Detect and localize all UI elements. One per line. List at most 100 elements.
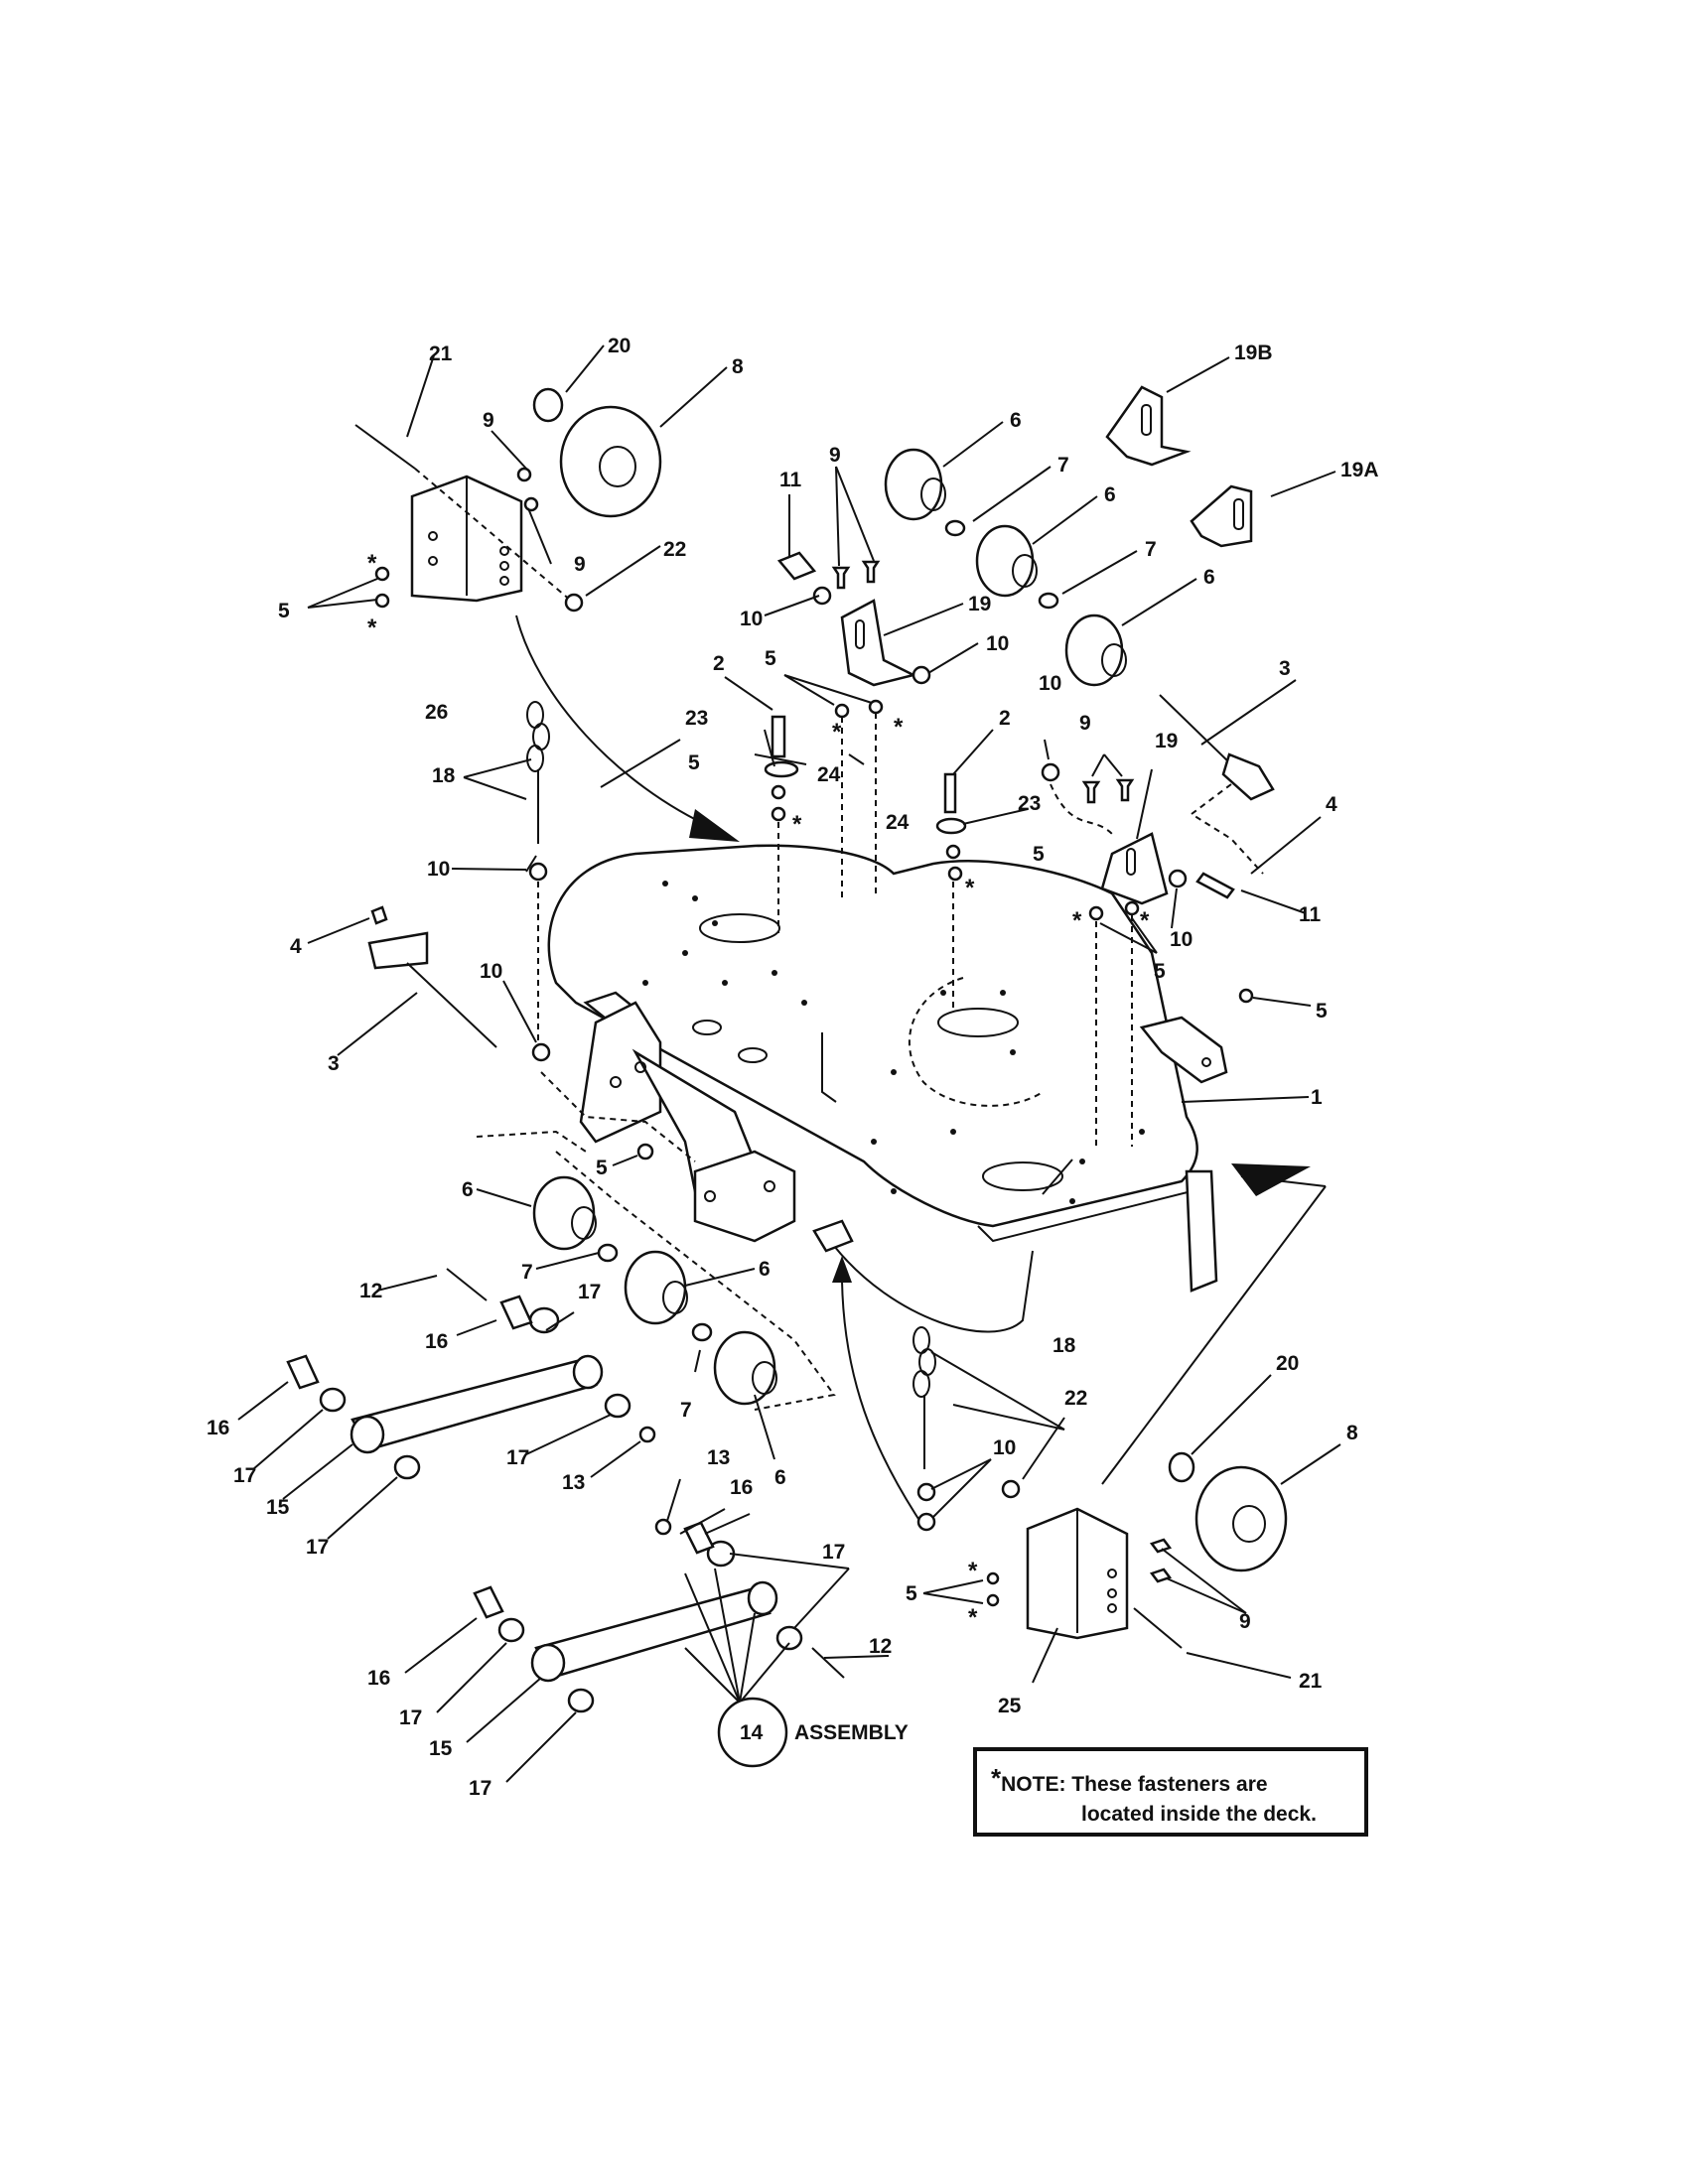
label-18-left: 18 [432, 764, 456, 787]
label-17-lower-b: 17 [399, 1706, 422, 1729]
note-line-2: located inside the deck. [1081, 1803, 1317, 1826]
label-22-right: 22 [1064, 1387, 1087, 1410]
label-17-upper-c: 17 [306, 1536, 329, 1559]
asterisk: * [367, 550, 377, 577]
label-5-left: 5 [278, 600, 290, 622]
label-12-lower: 12 [869, 1635, 892, 1658]
label-6-top-b: 6 [1104, 483, 1116, 506]
label-17-upper-d: 17 [506, 1446, 529, 1469]
gauge-wheel-bracket-right [986, 1479, 1129, 1640]
deck-mount-holes [642, 881, 1145, 1204]
label-16-upper-b: 16 [207, 1417, 229, 1439]
gauge-wheel-8-left [532, 387, 662, 518]
label-17-upper-a: 17 [578, 1281, 601, 1303]
label-6-top-c: 6 [1203, 566, 1215, 589]
label-20-right: 20 [1276, 1352, 1299, 1375]
label-11-top: 11 [779, 469, 802, 491]
note-asterisk: * [991, 1763, 1002, 1793]
label-10-right-chain: 10 [993, 1436, 1016, 1459]
stabilizer-rod-left [367, 905, 696, 1162]
label-24-mid: 24 [886, 811, 910, 834]
roller-bracket-19B [1105, 385, 1192, 467]
label-5-right-bracket: 5 [906, 1582, 917, 1605]
asterisk: * [832, 719, 842, 746]
bolt-21-right [1133, 1538, 1183, 1649]
label-13-lower: 13 [707, 1446, 730, 1469]
label-5-front: 5 [596, 1157, 608, 1179]
top-rollers [884, 448, 1127, 687]
label-6-front-b: 6 [759, 1258, 771, 1281]
label-9-mid-pair: 9 [1079, 712, 1091, 735]
label-18-right: 18 [1052, 1334, 1076, 1357]
label-4-right: 4 [1326, 793, 1337, 816]
label-15-upper: 15 [266, 1496, 290, 1519]
label-5-top-pair: 5 [765, 647, 776, 670]
label-15-lower: 15 [429, 1737, 453, 1760]
label-6-front-a: 6 [462, 1178, 474, 1201]
label-3-right: 3 [1279, 657, 1291, 680]
small-front-bracket [812, 1219, 854, 1253]
label-23-mid: 23 [1018, 792, 1041, 815]
label-20-top: 20 [608, 335, 631, 357]
rear-side-bracket [1139, 1016, 1228, 1084]
label-19B: 19B [1234, 341, 1273, 364]
note-box: *NOTE: These fasteners are located insid… [973, 1747, 1368, 1837]
gauge-wheel-bracket-left [410, 475, 523, 603]
label-9-left-a: 9 [483, 409, 494, 432]
label-2-mid: 2 [999, 707, 1011, 730]
label-23-left: 23 [685, 707, 708, 730]
label-10-left-chain: 10 [427, 858, 450, 881]
label-5-mid-right-pair: 5 [1154, 960, 1166, 983]
leader-lines [237, 344, 1341, 1783]
label-2-left: 2 [713, 652, 725, 675]
linkage-assembly-upper [286, 1268, 656, 1480]
label-10-mid-right: 10 [1170, 928, 1193, 951]
label-10-left-rod: 10 [480, 960, 502, 983]
label-13-upper: 13 [562, 1471, 585, 1494]
inside-deck-asterisks: * * * * * * * * * * [367, 550, 1150, 1631]
label-assembly: ASSEMBLY [794, 1721, 909, 1744]
roller-bracket-19-mid [1100, 832, 1169, 905]
label-6-front-c: 6 [774, 1466, 786, 1489]
label-17-lower-c: 17 [469, 1777, 491, 1800]
asterisk: * [965, 875, 975, 901]
note-text-1: NOTE: These fasteners are [1001, 1773, 1268, 1796]
asterisk: * [792, 811, 802, 838]
label-25: 25 [998, 1695, 1022, 1717]
note-line-1: *NOTE: These fasteners are [991, 1763, 1268, 1798]
stabilizer-rod-right [1159, 694, 1275, 801]
roller-bracket-19A [1190, 484, 1253, 548]
label-16-upper-a: 16 [425, 1330, 448, 1353]
label-10-top-b: 10 [986, 632, 1009, 655]
fasteners-left-bracket [374, 467, 584, 613]
asterisk: * [1140, 907, 1150, 934]
label-19-mid: 19 [1155, 730, 1178, 752]
label-16-lower-b: 16 [367, 1667, 390, 1690]
label-24-left: 24 [817, 763, 841, 786]
label-7-top-b: 7 [1145, 538, 1157, 561]
label-22-top: 22 [663, 538, 686, 561]
label-21-top: 21 [429, 342, 453, 365]
asterisk: * [894, 714, 904, 741]
mower-deck-housing [547, 844, 1218, 1333]
part-number-labels: 21 20 8 9 9 22 5 26 19B 19A 6 7 6 7 6 11… [207, 335, 1379, 1800]
label-9-right: 9 [1239, 1610, 1251, 1633]
label-8-right: 8 [1346, 1422, 1358, 1444]
label-9-top-pair: 9 [829, 444, 841, 467]
assembly-14-callout-circle [717, 1697, 788, 1768]
label-10-mid-top: 10 [1039, 672, 1061, 695]
label-7-top-a: 7 [1057, 454, 1069, 477]
label-21-right: 21 [1299, 1670, 1323, 1693]
label-4-left: 4 [290, 935, 302, 958]
label-8-top: 8 [732, 355, 744, 378]
label-26: 26 [425, 701, 448, 724]
chain-18-left [526, 701, 551, 1062]
linkage-assembly-lower [473, 1518, 845, 1713]
gauge-wheel-8-right [1168, 1451, 1288, 1572]
assembly-arrows [515, 614, 1327, 1520]
label-14: 14 [740, 1721, 764, 1744]
asterisk: * [968, 1558, 978, 1584]
label-7-front-b: 7 [680, 1399, 692, 1422]
label-19-top: 19 [968, 593, 991, 615]
chain-18-right [912, 1326, 936, 1532]
